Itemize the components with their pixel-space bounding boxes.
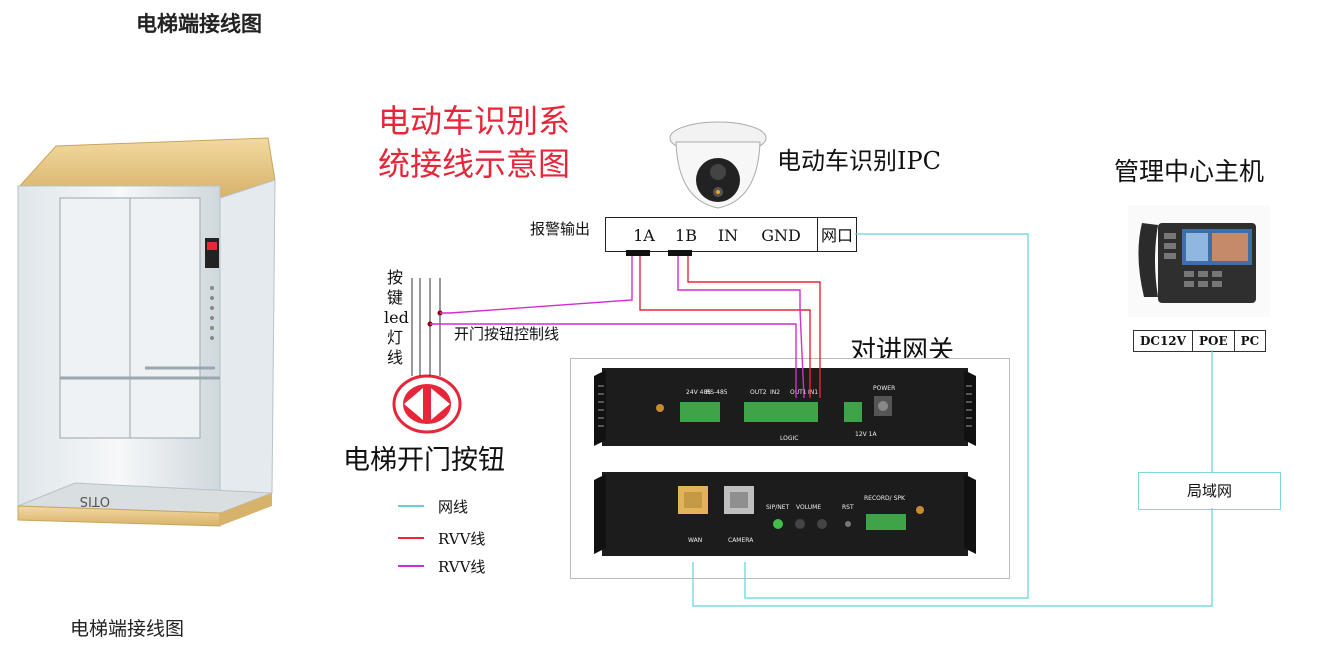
wire-label-char-3: led bbox=[384, 308, 409, 327]
front-label-rst: RST bbox=[842, 504, 854, 511]
front-label-record-spk: RECORD/ SPK bbox=[864, 495, 906, 502]
svg-text:OTIS: OTIS bbox=[80, 493, 110, 508]
diagram-title: 电动车识别系 统接线示意图 bbox=[378, 100, 570, 186]
front-label-sip-net: SIP/NET bbox=[766, 504, 789, 511]
gateway-rear-panel: 24V 485 RS-485 OUT2 IN2 OUT1 IN1 POWER 1… bbox=[594, 368, 976, 446]
rear-label-rs485: RS-485 bbox=[706, 389, 728, 396]
rear-label-out2: OUT2 bbox=[750, 389, 767, 396]
terminal-1a: 1A bbox=[633, 226, 655, 245]
lan-box: 局域网 bbox=[1138, 472, 1281, 510]
intercom-gateway-illustration: 24V 485 RS-485 OUT2 IN2 OUT1 IN1 POWER 1… bbox=[594, 368, 976, 556]
front-label-camera: CAMERA bbox=[728, 537, 754, 544]
diagram-title-line-1: 电动车识别系 bbox=[378, 102, 571, 140]
alarm-output-label: 报警输出 bbox=[530, 220, 591, 238]
terminal-in: IN bbox=[717, 226, 739, 245]
front-label-volume: VOLUME bbox=[796, 504, 821, 511]
legend-swatch bbox=[398, 505, 424, 507]
legend-label: RVV线 bbox=[438, 530, 486, 548]
wire-label-char-1: 按 bbox=[386, 268, 403, 287]
management-host-ports: DC12V POE PC bbox=[1133, 330, 1267, 352]
ipc-terminal-strip: 1A 1B IN GND 网口 bbox=[605, 217, 857, 252]
management-host-phone-illustration bbox=[1128, 205, 1270, 317]
page-caption: 电梯端接线图 bbox=[70, 618, 185, 640]
ipc-label: 电动车识别IPC bbox=[777, 147, 941, 175]
wire-label-char-4: 灯 bbox=[386, 328, 403, 347]
rear-label-power: POWER bbox=[873, 385, 895, 392]
ipc-network-port: 网口 bbox=[820, 226, 853, 245]
door-control-line-label: 开门按钮控制线 bbox=[454, 325, 560, 343]
legend-swatch bbox=[398, 537, 424, 539]
port-pc: PC bbox=[1240, 334, 1260, 348]
legend-label: RVV线 bbox=[438, 558, 486, 576]
rear-label-logic: LOGIC bbox=[780, 435, 798, 442]
management-host-label: 管理中心主机 bbox=[1114, 157, 1265, 186]
legend-label: 网线 bbox=[438, 498, 469, 516]
button-wires bbox=[411, 278, 441, 376]
gateway-front-panel: WAN CAMERA SIP/NET VOLUME RST RECORD/ SP… bbox=[594, 472, 976, 556]
rear-label-power-rating: 12V 1A bbox=[855, 431, 877, 438]
terminal-1b: 1B bbox=[675, 226, 697, 245]
elevator-button-label: 电梯开门按钮 bbox=[343, 445, 505, 476]
elevator-open-button-icon bbox=[392, 374, 462, 434]
port-dc12v: DC12V bbox=[1134, 331, 1193, 351]
page-title: 电梯端接线图 bbox=[136, 12, 262, 36]
legend-swatch bbox=[398, 565, 424, 567]
junction-dot bbox=[427, 321, 433, 327]
junction-dot bbox=[437, 310, 443, 316]
wire-label-char-2: 键 bbox=[386, 288, 403, 307]
rear-label-in1: IN1 bbox=[808, 389, 818, 396]
front-label-wan: WAN bbox=[688, 537, 702, 544]
terminal-gnd: GND bbox=[761, 226, 801, 245]
rear-label-in2: IN2 bbox=[770, 389, 780, 396]
diagram-title-line-2: 统接线示意图 bbox=[378, 145, 571, 183]
port-poe: POE bbox=[1193, 331, 1235, 351]
wire-label-char-5: 线 bbox=[386, 348, 403, 367]
elevator-cabin-illustration: OTIS bbox=[16, 137, 276, 527]
button-led-wire-label: 按 键 led 灯 线 bbox=[384, 268, 409, 368]
ipc-camera-illustration bbox=[669, 121, 767, 209]
rear-label-out1: OUT1 bbox=[790, 389, 807, 396]
